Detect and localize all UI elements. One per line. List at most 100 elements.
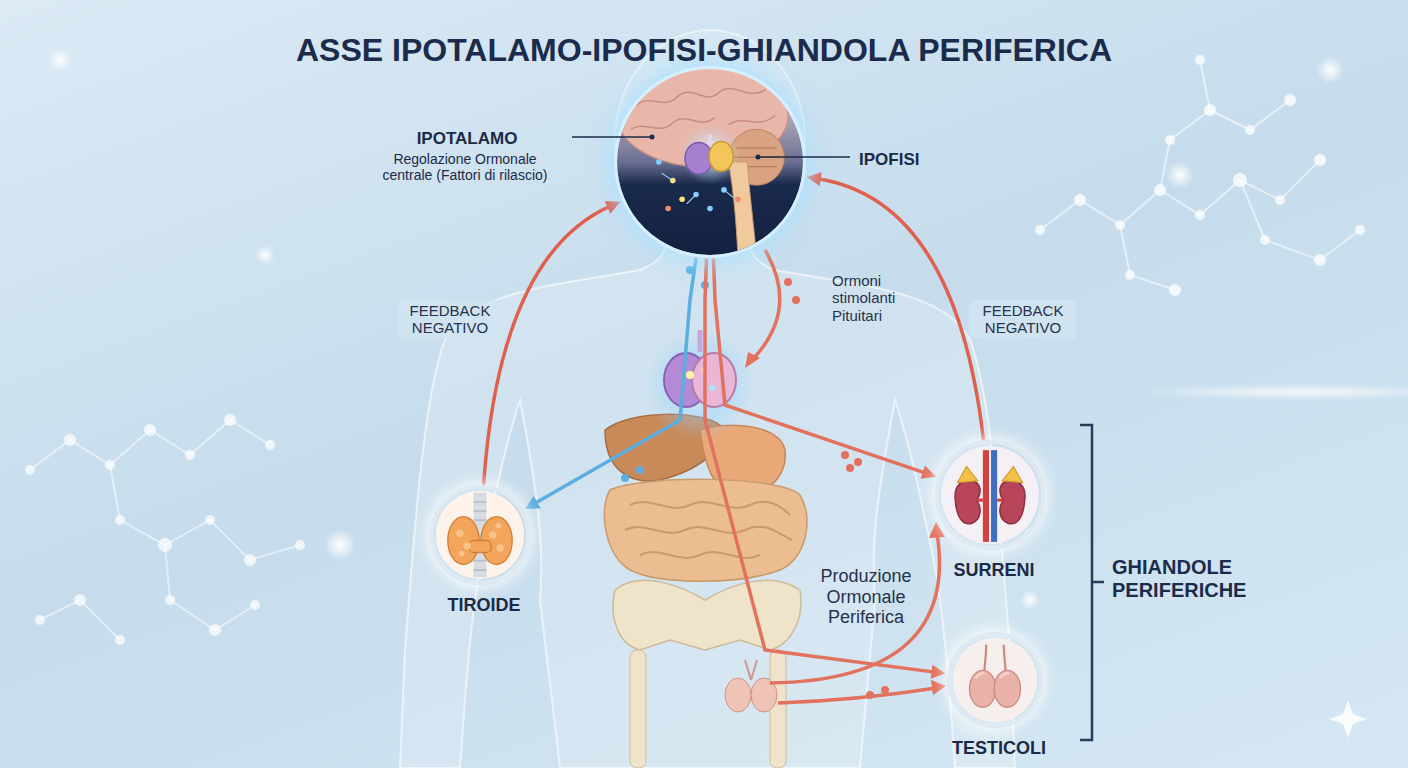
illustration-part (752, 250, 780, 360)
illustration-part (209, 624, 221, 636)
illustration-part (144, 424, 156, 436)
illustration-part (625, 502, 792, 558)
illustration-part (686, 371, 694, 379)
testicoli-illustration (951, 636, 1039, 724)
gland-name: TESTICOLI (911, 738, 1087, 759)
illustration-part (1316, 56, 1344, 84)
connector-arrow (484, 201, 621, 483)
illustration-part (1035, 225, 1045, 235)
illustration-part (115, 515, 125, 525)
illustration-part (456, 523, 504, 556)
illustration-part (1140, 384, 1408, 400)
illustration-part (1166, 161, 1194, 189)
illustration-part (969, 670, 995, 707)
illustration-part (1000, 480, 1025, 523)
arrow-caption: Ormoni stimolanti Pituitari (832, 272, 927, 324)
illustration-part (931, 680, 946, 695)
illustration-part (983, 450, 989, 542)
illustration-part (265, 440, 275, 450)
illustration-part (729, 116, 776, 125)
illustration-part (953, 638, 1037, 722)
illustration-part (736, 147, 777, 148)
illustration-part (1000, 673, 1009, 678)
illustration-part (1154, 184, 1166, 196)
connector-arrow (705, 260, 945, 679)
illustration-part (692, 353, 736, 407)
illustration-part (991, 450, 997, 542)
illustration-part (977, 499, 983, 502)
illustration-part (158, 538, 172, 552)
illustration-part (662, 173, 673, 180)
illustration-part (497, 544, 504, 551)
illustration-part (977, 499, 1004, 502)
illustration-part (984, 645, 986, 671)
illustration-part (1120, 225, 1175, 290)
illustration-part (841, 451, 849, 459)
edge-label: FEEDBACK NEGATIVO (398, 300, 502, 339)
leader-line (758, 156, 850, 158)
illustration-part (205, 515, 215, 525)
illustration-part (670, 178, 685, 202)
brain-illustration (617, 69, 803, 255)
illustration-part (1233, 173, 1247, 187)
illustration-part (165, 595, 175, 605)
illustration-part (25, 465, 35, 475)
illustration-part (1115, 220, 1125, 230)
illustration-part (994, 670, 1020, 707)
illustration-part (976, 673, 985, 678)
illustration-part (110, 465, 300, 560)
illustration-part (724, 190, 733, 197)
illustration-part (1020, 590, 1040, 610)
illustration-part (35, 615, 45, 625)
arrow-caption: Produzione Ormonale Periferica (810, 566, 922, 628)
illustration-part (250, 600, 260, 610)
illustration-part (792, 296, 800, 304)
arrow-head (931, 665, 946, 679)
illustration-part (324, 529, 356, 561)
illustration-part (469, 541, 491, 553)
illustration-part (984, 645, 1005, 671)
illustration-part (1195, 55, 1205, 65)
illustration-part (631, 88, 775, 129)
illustration-part (778, 688, 936, 703)
illustration-part (784, 278, 800, 304)
illustration-part (662, 173, 734, 204)
illustration-part (784, 278, 792, 286)
illustration-part (636, 466, 644, 474)
illustration-part (48, 48, 72, 72)
illustration-part (489, 531, 496, 538)
illustration-part (613, 580, 801, 650)
illustration-part (941, 446, 1039, 544)
illustration-part (735, 196, 741, 202)
surreni-illustration (939, 444, 1041, 546)
illustration-part (1260, 235, 1270, 245)
illustration-part (866, 691, 874, 699)
connector-arrow (714, 260, 936, 479)
leader-dot (756, 155, 761, 160)
illustration-part (1160, 100, 1290, 190)
illustration-part (1040, 160, 1320, 230)
illustration-part (456, 529, 463, 536)
leader-line (572, 136, 652, 138)
illustration-part (436, 491, 524, 579)
illustration-part (656, 159, 727, 211)
leader-dot (650, 135, 655, 140)
illustration-part (474, 560, 487, 562)
illustration-part (707, 206, 713, 212)
edge-label: FEEDBACK NEGATIVO (970, 300, 1076, 339)
illustration-part (496, 523, 502, 529)
illustration-part (1314, 254, 1326, 266)
illustration-part (244, 554, 256, 566)
illustration-part (1275, 195, 1285, 205)
group-label: GHIANDOLE PERIFERICHE (1112, 556, 1252, 602)
illustration-part (165, 545, 255, 630)
illustration-part (1035, 55, 1365, 296)
illustration-part (617, 69, 803, 255)
illustration-part (1169, 284, 1181, 296)
illustration-part (1002, 466, 1022, 482)
illustration-part (725, 678, 751, 712)
illustration-part (1245, 125, 1255, 135)
illustration-part (459, 551, 465, 557)
illustration-part (636, 88, 766, 106)
